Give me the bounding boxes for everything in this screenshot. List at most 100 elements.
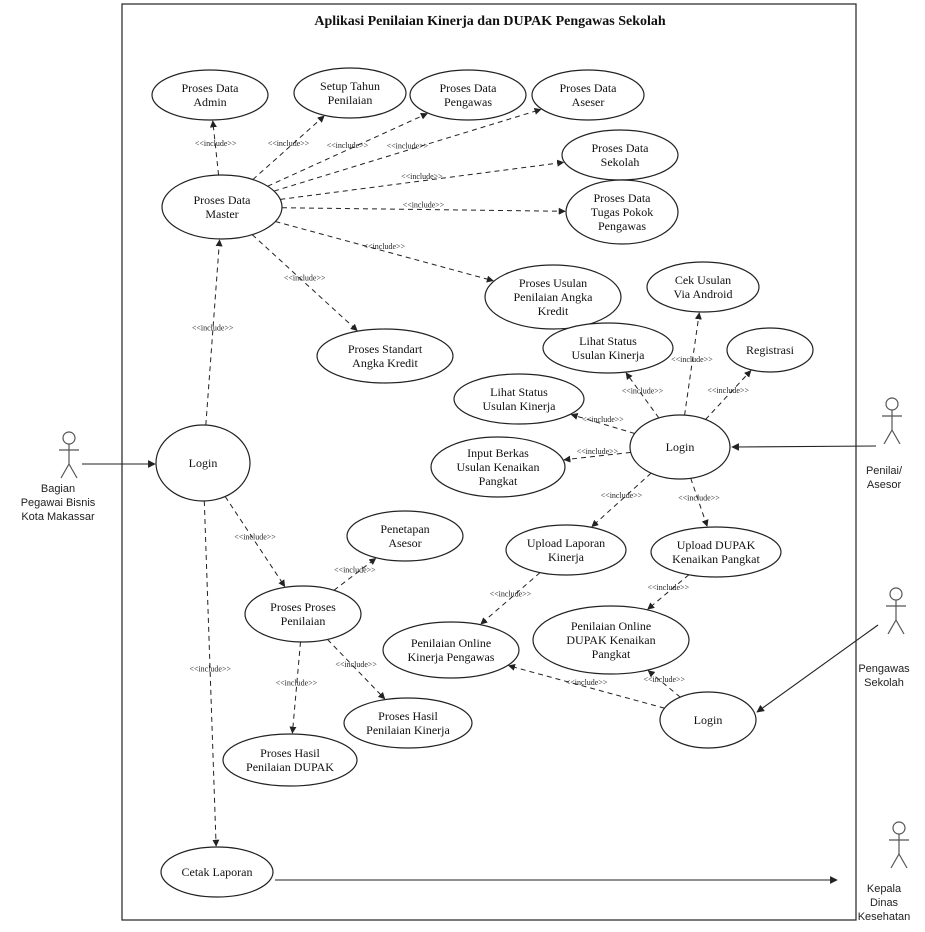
use-case-label: Kinerja: [548, 550, 585, 564]
use-case-label: Cek Usulan: [675, 273, 731, 287]
include-line-9: [205, 239, 223, 426]
use-case-label: Penilaian: [328, 93, 373, 107]
use-case-ellipse: [542, 322, 674, 374]
actor-head: [885, 397, 899, 411]
assoc-penilai-login: [731, 443, 877, 451]
use-case-label: Proses Proses: [270, 600, 336, 614]
use-case-label: Login: [189, 456, 218, 470]
use-case-ellipse: [343, 697, 473, 749]
use-case-ellipse: [531, 69, 645, 121]
system-boundary: [121, 3, 857, 921]
include-line-25: [647, 670, 681, 698]
include-label: <<include>>: [707, 386, 749, 395]
include-label: <<include>>: [582, 415, 624, 424]
use-case-label: Pangkat: [592, 647, 631, 661]
include-label: <<include>>: [403, 201, 445, 210]
actor-label: Sekolah: [864, 677, 904, 689]
use-case-registrasi[interactable]: Registrasi: [726, 327, 814, 373]
use-case-label: Asesor: [388, 536, 421, 550]
use-case-ellipse: [382, 621, 520, 679]
include-line-13: [327, 639, 386, 700]
use-case-login-admin[interactable]: Login: [155, 424, 251, 502]
include-line-18: [570, 413, 635, 434]
include-label: <<include>>: [566, 678, 608, 687]
include-line-6: [281, 207, 566, 215]
use-case-label: Master: [205, 207, 238, 221]
include-label: <<include>>: [234, 532, 276, 541]
use-case-ellipse: [659, 691, 757, 749]
use-case-label: Penilaian: [281, 614, 326, 628]
include-label: <<include>>: [364, 242, 406, 251]
use-case-label: Proses Data: [560, 81, 618, 95]
use-case-label: Upload Laporan: [527, 536, 605, 550]
include-label: <<include>>: [327, 141, 369, 150]
include-line-20: [591, 472, 652, 528]
use-case-label: Proses Data: [592, 141, 650, 155]
include-label: <<include>>: [189, 664, 231, 673]
include-label: <<include>>: [601, 491, 643, 500]
use-case-ellipse: [726, 327, 814, 373]
use-case-ellipse: [155, 424, 251, 502]
include-line-11: [203, 500, 220, 847]
use-case-label: Penilaian Angka: [514, 290, 594, 304]
use-case-ellipse: [532, 605, 690, 675]
include-label: <<include>>: [387, 141, 429, 150]
use-case-ellipse: [650, 526, 782, 578]
include-line-4: [273, 107, 542, 192]
use-case-label: Proses Usulan: [519, 276, 587, 290]
use-case-label: Proses Hasil: [378, 709, 438, 723]
use-case-label: Cetak Laporan: [182, 865, 253, 879]
use-case-ellipse: [293, 67, 407, 119]
use-case-ellipse: [484, 264, 622, 330]
actor-leg: [883, 429, 893, 445]
use-case-label: Pengawas: [444, 95, 492, 109]
use-case-label: Proses Data: [440, 81, 498, 95]
actor-label: Pegawai Bisnis: [21, 497, 96, 509]
use-case-label: Setup Tahun: [320, 79, 380, 93]
use-case-cetak-laporan[interactable]: Cetak Laporan: [160, 846, 274, 898]
use-case-label: Registrasi: [746, 343, 795, 357]
use-case-login-penilai[interactable]: Login: [629, 414, 731, 480]
actor-head: [62, 431, 76, 445]
use-case-label: Penilaian Kinerja: [366, 723, 450, 737]
use-case-label: Penilaian Online: [571, 619, 651, 633]
include-line-3: [267, 112, 428, 187]
include-relations: <<include>> <<include>> <<include>> <<inclu…: [189, 107, 752, 847]
actor-head: [892, 821, 906, 835]
use-case-label: Kinerja Pengawas: [408, 650, 495, 664]
actor-penilai-asesor[interactable]: Penilai/Asesor: [866, 397, 903, 491]
use-case-label: DUPAK Kenaikan: [566, 633, 655, 647]
use-case-label: Proses Hasil: [260, 746, 320, 760]
include-label: <<include>>: [268, 139, 310, 148]
use-case-label: Pangkat: [479, 474, 518, 488]
use-case-login-pengawas[interactable]: Login: [659, 691, 757, 749]
use-case-label: Usulan Kinerja: [483, 399, 557, 413]
actor-leg: [891, 429, 901, 445]
